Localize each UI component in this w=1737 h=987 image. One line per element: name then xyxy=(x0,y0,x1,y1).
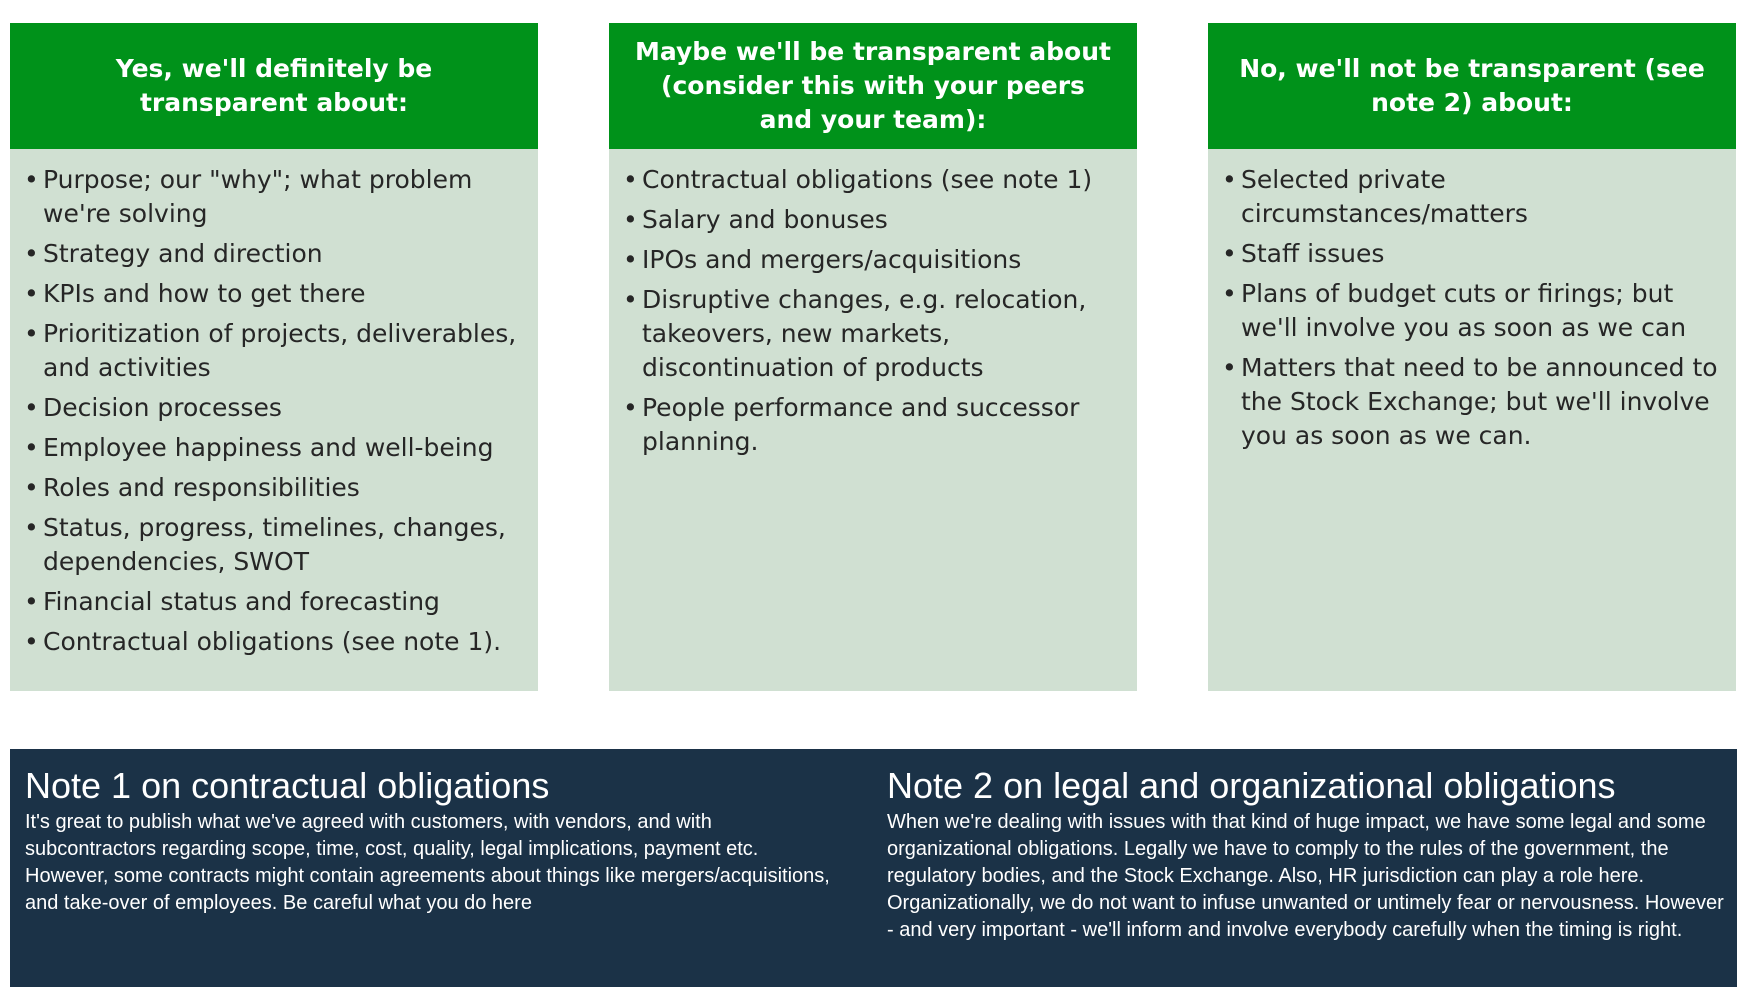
note-1-body: It's great to publish what we've agreed … xyxy=(25,811,830,914)
list-item: Purpose; our "why"; what problem we're s… xyxy=(22,163,526,231)
column-no-heading: No, we'll not be transparent (see note 2… xyxy=(1208,23,1736,149)
column-no: No, we'll not be transparent (see note 2… xyxy=(1208,23,1736,691)
list-item: Prioritization of projects, deliverables… xyxy=(22,317,526,385)
list-item: IPOs and mergers/acquisitions xyxy=(621,243,1125,277)
list-item: Staff issues xyxy=(1220,237,1724,271)
list-item: Roles and responsibilities xyxy=(22,471,526,505)
column-yes: Yes, we'll definitely be transparent abo… xyxy=(10,23,538,691)
column-no-list: Selected private circumstances/matters S… xyxy=(1208,149,1736,453)
column-maybe-list: Contractual obligations (see note 1) Sal… xyxy=(609,149,1137,459)
list-item: Selected private circumstances/matters xyxy=(1220,163,1724,231)
list-item: KPIs and how to get there xyxy=(22,277,526,311)
column-yes-list: Purpose; our "why"; what problem we're s… xyxy=(10,149,538,659)
list-item: People performance and successor plannin… xyxy=(621,391,1125,459)
list-item: Contractual obligations (see note 1) xyxy=(621,163,1125,197)
column-maybe: Maybe we'll be transparent about (consid… xyxy=(609,23,1137,691)
column-yes-heading: Yes, we'll definitely be transparent abo… xyxy=(10,23,538,149)
list-item: Disruptive changes, e.g. relocation, tak… xyxy=(621,283,1125,385)
note-1: Note 1 on contractual obligations It's g… xyxy=(25,765,845,917)
list-item: Plans of budget cuts or firings; but we'… xyxy=(1220,277,1724,345)
note-2-body: When we're dealing with issues with that… xyxy=(887,811,1724,941)
list-item: Financial status and forecasting xyxy=(22,585,526,619)
list-item: Strategy and direction xyxy=(22,237,526,271)
column-maybe-heading: Maybe we'll be transparent about (consid… xyxy=(609,23,1137,149)
list-item: Salary and bonuses xyxy=(621,203,1125,237)
note-2: Note 2 on legal and organizational oblig… xyxy=(887,765,1727,944)
list-item: Matters that need to be announced to the… xyxy=(1220,351,1724,453)
list-item: Contractual obligations (see note 1). xyxy=(22,625,526,659)
list-item: Decision processes xyxy=(22,391,526,425)
note-1-title: Note 1 on contractual obligations xyxy=(25,765,550,806)
notes-panel: Note 1 on contractual obligations It's g… xyxy=(10,749,1737,987)
note-2-title: Note 2 on legal and organizational oblig… xyxy=(887,765,1616,806)
list-item: Status, progress, timelines, changes, de… xyxy=(22,511,526,579)
list-item: Employee happiness and well-being xyxy=(22,431,526,465)
